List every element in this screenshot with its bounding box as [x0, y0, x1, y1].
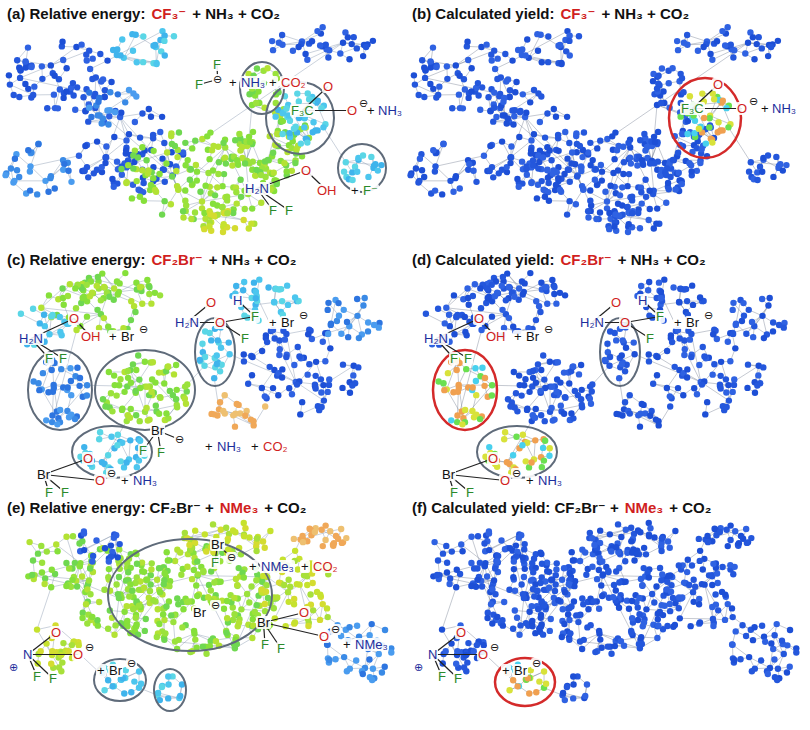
network-edge [435, 156, 483, 167]
network-edge [30, 156, 78, 167]
network-edge [323, 127, 345, 162]
